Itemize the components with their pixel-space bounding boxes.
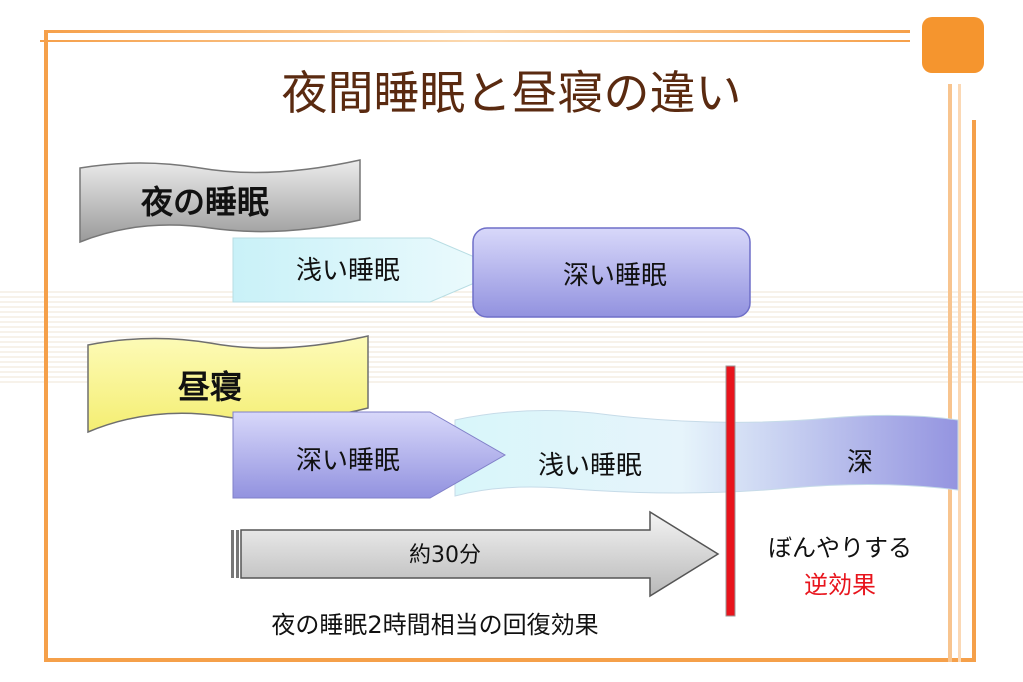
- effect-caption: 夜の睡眠2時間相当の回復効果: [271, 610, 599, 639]
- slide-frame: [40, 17, 984, 662]
- nap-deep-cut-label: 深: [846, 447, 873, 478]
- nap-label: 昼寝: [177, 368, 242, 406]
- page-title: 夜間睡眠と昼寝の違い: [281, 66, 742, 120]
- corner-square-icon: [922, 17, 984, 73]
- red-divider: [725, 365, 736, 617]
- nap-shallow-label: 浅い睡眠: [537, 450, 642, 481]
- duration-label: 約30分: [409, 543, 481, 568]
- duration-arrow: [231, 510, 720, 598]
- night-sleep-label: 夜の睡眠: [140, 183, 269, 221]
- night-shallow-arrow: [232, 237, 507, 303]
- night-shallow-label: 浅い睡眠: [295, 255, 400, 286]
- nap-tag-shape: [87, 335, 369, 434]
- night-deep-box: [472, 227, 751, 318]
- reverse-effect-label: 逆効果: [804, 570, 876, 599]
- groggy-label: ぼんやりする: [768, 533, 912, 562]
- nap-deep-arrow: [232, 411, 507, 499]
- nap-shallow-wave: [454, 410, 959, 497]
- nap-deep-label: 深い睡眠: [295, 445, 400, 476]
- night-deep-label: 深い睡眠: [562, 260, 667, 291]
- night-tag-shape: [79, 159, 361, 244]
